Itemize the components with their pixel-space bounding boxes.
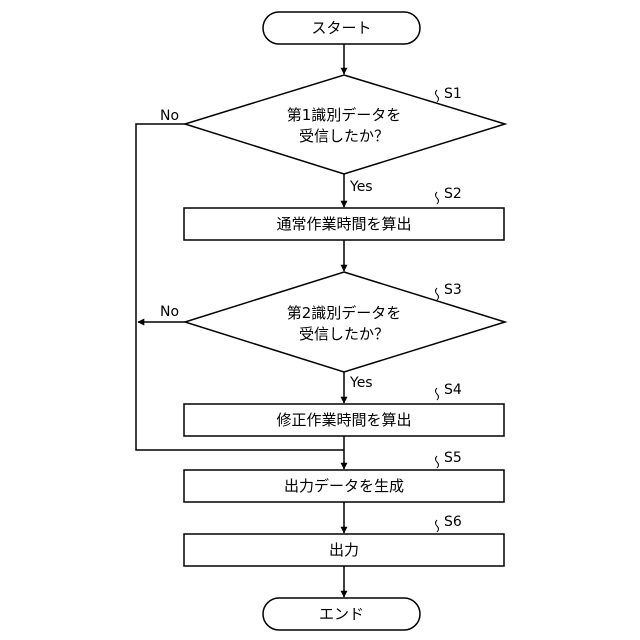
yes-label-s3: Yes <box>349 375 373 391</box>
decision-s3: 第2識別データを 受信したか？ S3 <box>185 272 505 372</box>
no-label-s1: No <box>160 108 179 124</box>
step-label-s5: S5 <box>444 450 462 466</box>
step-label-s1: S1 <box>444 86 462 102</box>
step-tick-s2 <box>436 192 439 204</box>
step-tick-s1 <box>436 90 439 102</box>
decision-s1-line2: 受信したか？ <box>299 127 389 145</box>
end-label: エンド <box>319 605 364 623</box>
process-s5-text: 出力データを生成 <box>284 477 404 495</box>
process-s6-text: 出力 <box>329 541 359 559</box>
step-label-s4: S4 <box>444 382 462 398</box>
process-s2-text: 通常作業時間を算出 <box>276 215 411 233</box>
decision-s3-line1: 第2識別データを <box>287 304 402 322</box>
step-tick-s6 <box>436 520 439 532</box>
start-label: スタート <box>311 19 371 37</box>
process-s4-text: 修正作業時間を算出 <box>276 411 411 429</box>
end-node: エンド <box>263 598 420 630</box>
yes-label-s1: Yes <box>349 179 373 195</box>
step-label-s2: S2 <box>444 186 462 202</box>
step-tick-s3 <box>436 288 439 300</box>
decision-s3-line2: 受信したか？ <box>299 325 389 343</box>
step-tick-s5 <box>436 456 439 468</box>
start-node: スタート <box>263 12 420 44</box>
decision-s1: 第1識別データを 受信したか？ S1 <box>185 75 505 174</box>
step-label-s3: S3 <box>444 282 462 298</box>
no-label-s3: No <box>160 304 179 320</box>
step-label-s6: S6 <box>444 514 462 530</box>
step-tick-s4 <box>436 388 439 400</box>
decision-s1-line1: 第1識別データを <box>287 106 402 124</box>
